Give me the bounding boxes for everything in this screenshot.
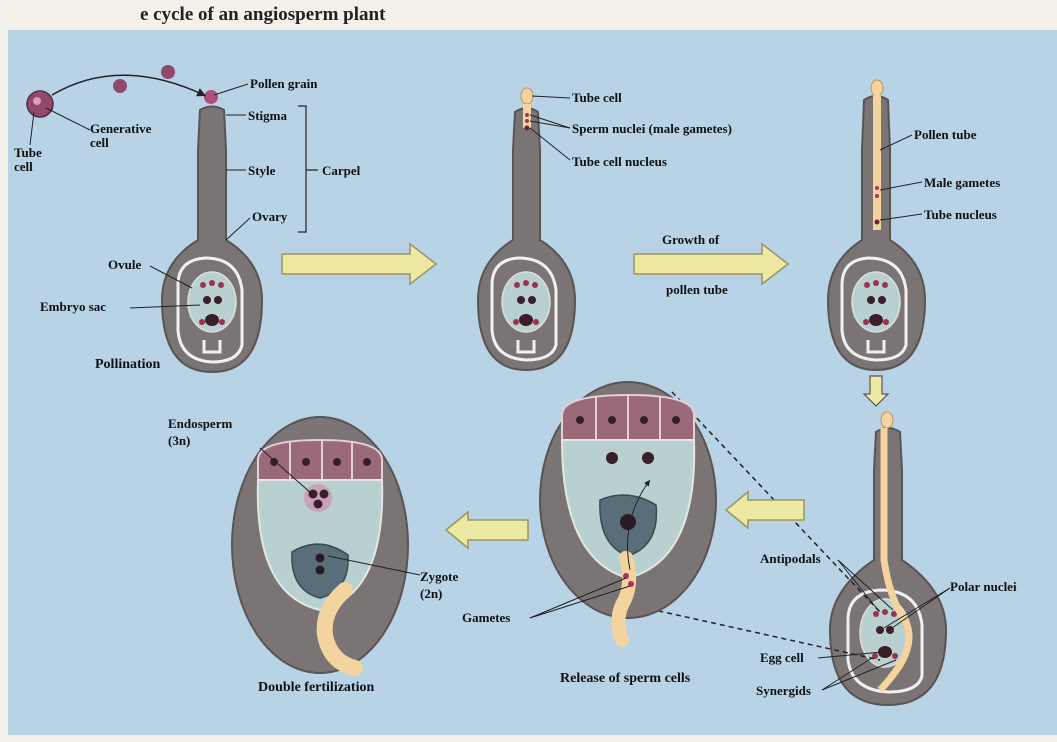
label-endosperm: Endosperm (3n) bbox=[168, 415, 232, 449]
label-tube-cell-nucleus: Tube cell nucleus bbox=[572, 155, 667, 169]
caption-pollination: Pollination bbox=[95, 358, 160, 372]
label-gametes: Gametes bbox=[462, 611, 510, 625]
label-style: Style bbox=[248, 164, 275, 178]
label-tube-cell-2: Tube cell bbox=[572, 91, 622, 105]
label-antipodals: Antipodals bbox=[760, 552, 821, 566]
label-male-gametes: Male gametes bbox=[924, 176, 1000, 190]
label-ovule: Ovule bbox=[108, 258, 141, 272]
label-ovary: Ovary bbox=[252, 210, 287, 224]
caption-double-fertilization: Double fertilization bbox=[258, 681, 374, 695]
arrow-label-line2: pollen tube bbox=[666, 283, 728, 297]
caption-release-of-sperm-cells: Release of sperm cells bbox=[560, 672, 690, 686]
label-embryo-sac: Embryo sac bbox=[40, 300, 106, 314]
arrow-label-line1: Growth of bbox=[662, 233, 719, 247]
label-pollen-tube: Pollen tube bbox=[914, 128, 976, 142]
label-polar-nuclei: Polar nuclei bbox=[950, 580, 1017, 594]
label-generative-cell: Generative cell bbox=[90, 122, 151, 150]
label-carpel: Carpel bbox=[322, 164, 360, 178]
label-zygote: Zygote (2n) bbox=[420, 568, 458, 602]
label-tube-cell-1: Tube cell bbox=[14, 146, 42, 174]
label-synergids: Synergids bbox=[756, 684, 811, 698]
label-pollen-grain: Pollen grain bbox=[250, 77, 318, 91]
label-egg-cell: Egg cell bbox=[760, 651, 804, 665]
label-tube-nucleus: Tube nucleus bbox=[924, 208, 997, 222]
label-sperm-nuclei: Sperm nuclei (male gametes) bbox=[572, 122, 732, 136]
label-stigma: Stigma bbox=[248, 109, 287, 123]
